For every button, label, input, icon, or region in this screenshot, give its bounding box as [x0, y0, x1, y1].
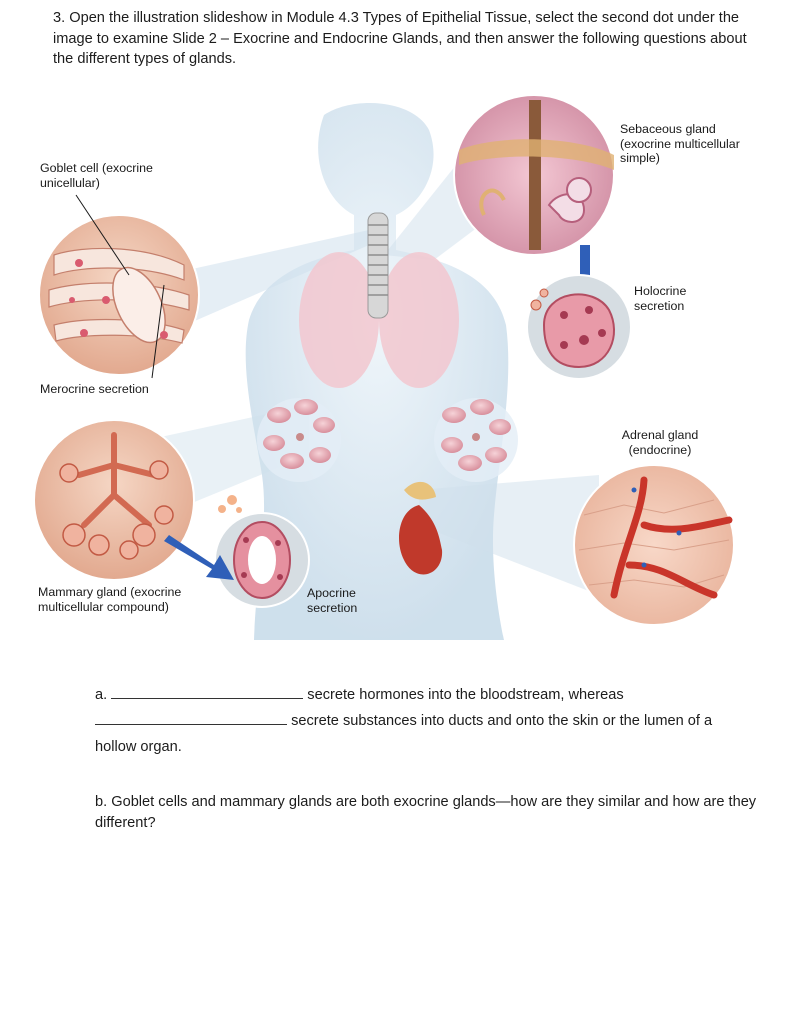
label-adrenal-gland: Adrenal gland (endocrine) [621, 428, 699, 457]
kidney [399, 505, 443, 575]
sebaceous-gland-circle [453, 95, 615, 256]
part-a-line-2: secrete substances into ducts and onto t… [95, 711, 775, 731]
holocrine-circle [526, 274, 632, 380]
adrenal-gland [404, 481, 436, 500]
part-a-text-2: secrete substances into ducts and onto t… [291, 713, 713, 729]
part-a-text-3: hollow organ. [95, 739, 182, 755]
projection-goblet [174, 230, 369, 330]
part-a-text-1: secrete hormones into the bloodstream, w… [307, 687, 624, 703]
label-merocrine: Merocrine secretion [40, 382, 149, 396]
adrenal-tissue-circle [573, 464, 735, 626]
left-mammary-tissue [257, 398, 341, 482]
mammary-gland-circle [33, 419, 195, 581]
part-a-prefix: a. [95, 687, 108, 703]
goblet-cell-circle [38, 194, 200, 379]
right-mammary-tissue [434, 398, 518, 482]
left-lung [299, 252, 379, 388]
part-b-text: b. Goblet cells and mammary glands are b… [95, 794, 757, 831]
label-apocrine: Apocrine secretion [307, 586, 358, 615]
projection-adrenal [419, 475, 599, 595]
label-sebaceous-gland: Sebaceous gland (exocrine multicellular … [620, 122, 740, 165]
blank-endocrine[interactable] [111, 685, 304, 699]
label-goblet-cell: Goblet cell (exocrine unicellular) [40, 161, 153, 190]
apocrine-circle [214, 495, 310, 608]
right-lung [379, 252, 459, 388]
gland-illustration: Goblet cell (exocrine unicellular) Meroc… [24, 95, 764, 640]
part-a: a. secrete hormones into the bloodstream… [95, 685, 775, 757]
question-text: 3. Open the illustration slideshow in Mo… [53, 10, 747, 67]
arrow-mammary-apocrine [164, 535, 234, 580]
anatomy-figure [33, 95, 735, 640]
label-holocrine: Holocrine secretion [634, 284, 687, 313]
part-a-line-1: a. secrete hormones into the bloodstream… [95, 685, 775, 705]
label-mammary-gland: Mammary gland (exocrine multicellular co… [38, 585, 182, 614]
blank-exocrine[interactable] [95, 711, 287, 725]
